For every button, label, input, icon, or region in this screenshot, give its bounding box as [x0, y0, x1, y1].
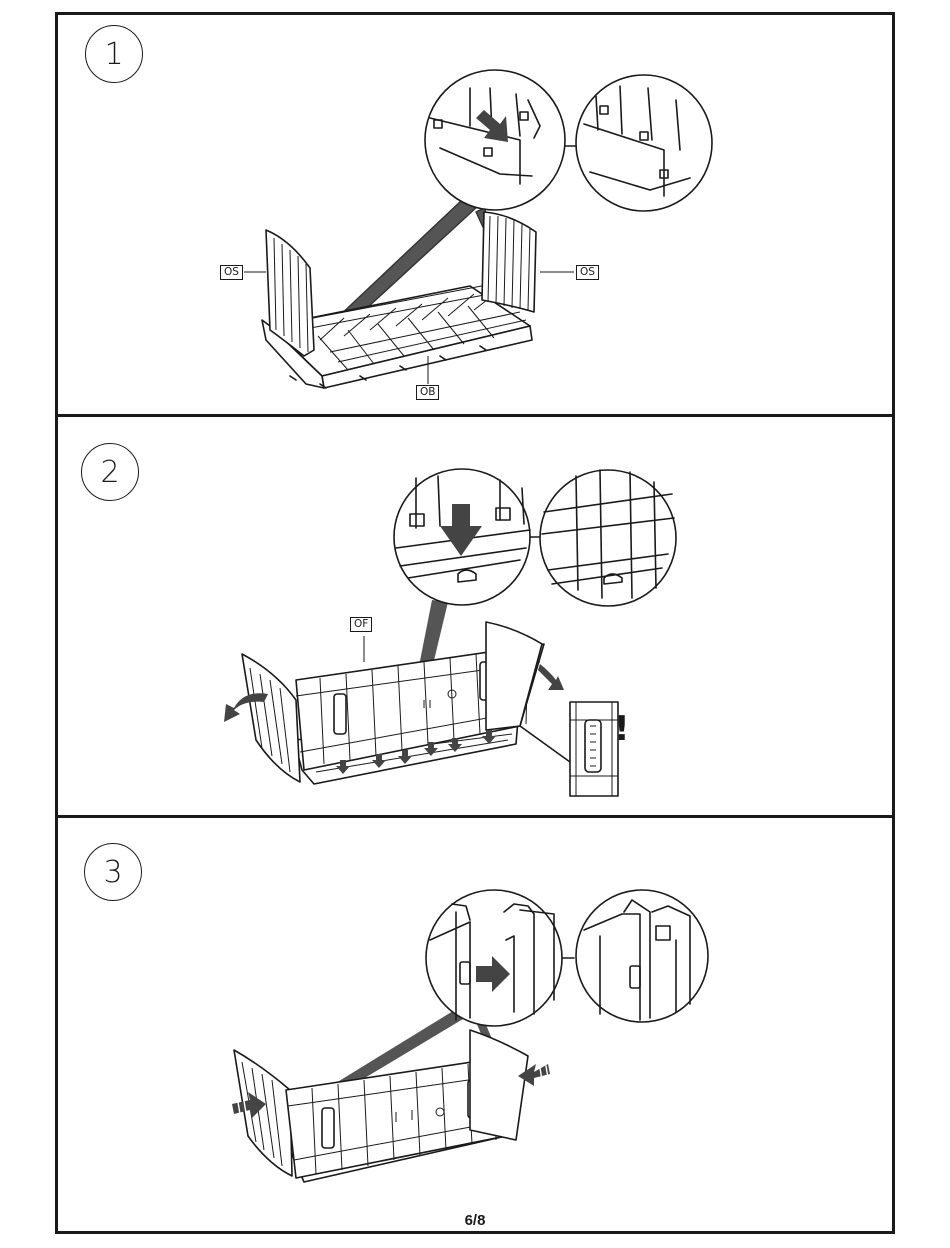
detail-zoom-icon — [426, 890, 562, 1026]
detail-zoom-icon — [576, 890, 708, 1022]
side-panel-left — [242, 654, 300, 782]
label-of: OF — [350, 617, 372, 632]
step-number-text: 2 — [100, 455, 119, 490]
label-os-left: OS — [220, 265, 243, 280]
step-1-illustration — [244, 70, 712, 388]
label-ob: OB — [416, 385, 439, 400]
step-3-illustration — [232, 890, 708, 1182]
arrow-icon — [538, 664, 564, 690]
step-number-text: 1 — [104, 37, 123, 72]
step-number-3: 3 — [84, 843, 142, 901]
label-os-right: OS — [576, 265, 599, 280]
detail-zoom-icon — [394, 469, 530, 605]
warning-inset — [570, 702, 618, 796]
detail-zoom-icon — [540, 470, 676, 606]
step-2-illustration — [224, 469, 676, 796]
side-panel-left — [234, 1050, 292, 1176]
detail-zoom-icon — [425, 70, 565, 210]
step-number-1: 1 — [85, 25, 143, 83]
step-number-text: 3 — [103, 855, 122, 890]
side-panel-right-os — [482, 212, 536, 312]
detail-zoom-icon — [576, 75, 712, 211]
exclamation-icon: ! — [614, 712, 630, 746]
detail-pointer — [520, 726, 570, 762]
page-number: 6/8 — [0, 1212, 950, 1229]
step-number-2: 2 — [81, 443, 139, 501]
